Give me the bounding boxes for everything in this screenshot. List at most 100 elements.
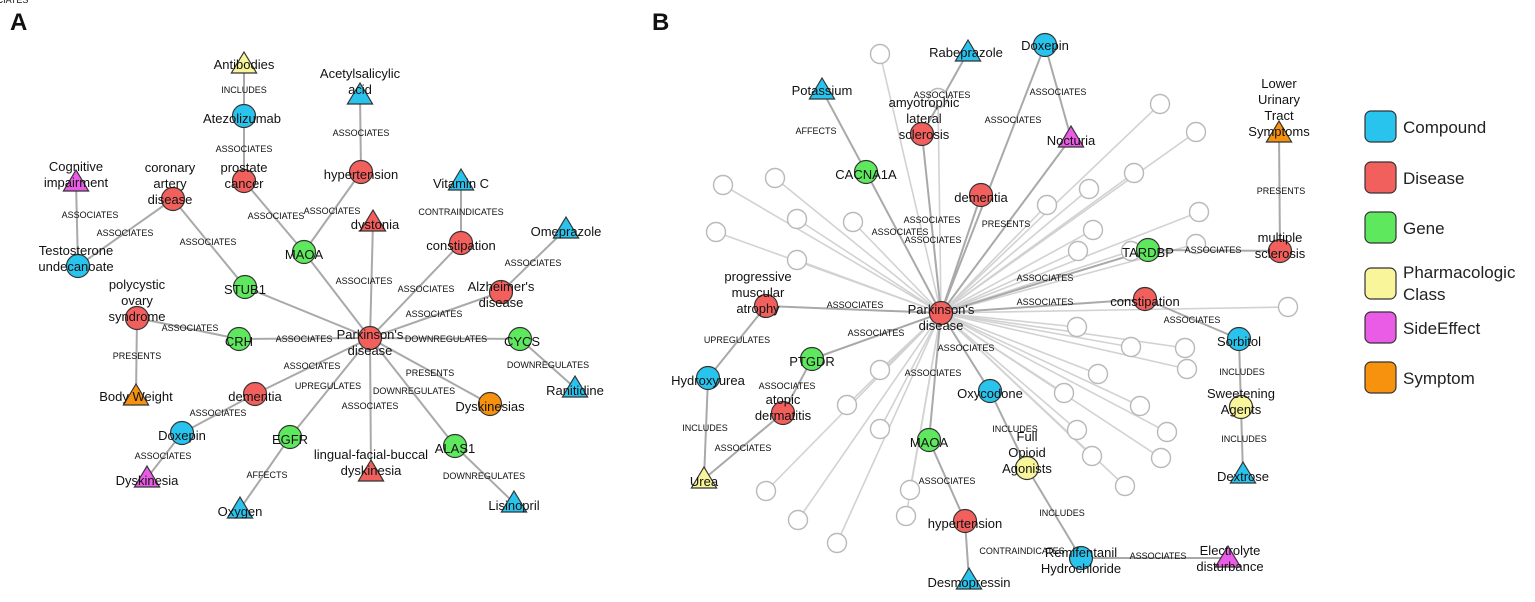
graph-a-edge-label: ASSOCIATES [406,309,463,319]
graph-a-node-alzheimer[interactable] [488,279,514,305]
graph-b-node-pd[interactable] [928,300,954,326]
graph-b-node-als[interactable] [909,121,935,147]
graph-b-node-label-cacna1a: CACNA1A [835,167,897,182]
graph-b-node-potassium[interactable] [808,76,836,100]
graph-a-node-label-cycs: CYCS [504,334,540,349]
legend-label-1: Disease [1403,169,1464,188]
graph-b-unlabeled-node [1067,240,1089,262]
graph-b-node-sorbitol[interactable] [1226,326,1252,352]
graph-b-node-cacna1a[interactable] [853,159,879,185]
graph-b-node-atopic[interactable] [770,400,796,426]
graph-a-node-prostate[interactable] [231,168,257,194]
graph-b-edge-constipation-pd [940,298,1146,314]
graph-b-node-label-dextrose: Dextrose [1217,469,1269,484]
graph-b-unlabeled-node [836,394,858,416]
graph-a-node-egfr[interactable] [277,424,303,450]
graph-b-unlabeled-node [1150,447,1172,469]
graph-a-node-vitc[interactable] [447,167,475,191]
graph-b-node-label-potassium: Potassium [792,83,853,98]
graph-b-unlabeled-node [1176,358,1198,380]
graph-b-node-sweetening[interactable] [1228,394,1254,420]
graph-b-node-rabeprazole[interactable] [954,38,982,62]
graph-a-edge-constipation-pd [369,242,462,339]
graph-a-edge-label: ASSOCIATES [284,361,341,371]
graph-a-edge-pcos-bodyweight [135,317,138,397]
graph-a-node-coronary[interactable] [160,186,186,212]
graph-b-edge-label: ASSOCIATES [1030,87,1087,97]
graph-a-node-antibodies[interactable] [230,50,258,74]
graph-a-node-dyskinesias[interactable] [477,391,503,417]
graph-b-node-constipation[interactable] [1132,286,1158,312]
graph-b-node-desmopressin[interactable] [955,566,983,590]
graph-b-edge-potassium-cacna1a [821,89,867,173]
graph-a-node-dystonia[interactable] [359,208,387,232]
graph-b-edge-label: CONTRAINDICATES [979,546,1064,556]
graph-a-edge-pd-cycs [369,337,521,340]
graph-b-unlabeled-node [869,418,891,440]
graph-b-node-oxycodone[interactable] [977,378,1003,404]
graph-b-node-urea[interactable] [690,465,718,489]
graph-a-node-label-alas1: ALAS1 [435,441,475,456]
graph-b-node-pma[interactable] [753,293,779,319]
graph-b-unlabeled-node [1087,363,1109,385]
graph-b-node-ms[interactable] [1267,238,1293,264]
graph-a-node-omeprazole[interactable] [552,215,580,239]
graph-a-node-acetyl[interactable] [346,81,374,105]
graph-b-node-nocturia[interactable] [1057,124,1085,148]
graph-a-edge-label: PRESENTS [113,351,162,361]
graph-a-node-cycs[interactable] [507,326,533,352]
graph-b-node-dextrose[interactable] [1229,460,1257,484]
graph-a-edge-label: ASSOCIATES [336,276,393,286]
graph-a-node-pcos[interactable] [124,305,150,331]
graph-b-edge-label: ASSOCIATES [1017,273,1074,283]
graph-a-edge-maoa-pd [303,251,371,339]
graph-b-edge-atopic-urea [703,412,784,480]
graph-a-node-doxepin[interactable] [169,420,195,446]
graph-a-node-hypertension[interactable] [348,159,374,185]
graph-b-node-tardbp[interactable] [1135,237,1161,263]
graph-a-node-ranitidine[interactable] [561,374,589,398]
graph-a-node-crh[interactable] [226,326,252,352]
graph-b-node-maoa[interactable] [916,427,942,453]
graph-b-unlabeled-node [899,479,921,501]
graph-a-node-lisinopril[interactable] [500,489,528,513]
graph-a-node-atezolizumab[interactable] [231,103,257,129]
graph-a-node-constipation[interactable] [448,230,474,256]
graph-b-node-ptgdr[interactable] [799,346,825,372]
graph-b-node-doxepin[interactable] [1032,32,1058,58]
graph-a-node-stub1[interactable] [232,274,258,300]
graph-a-node-label-ranitidine: Ranitidine [546,383,604,398]
graph-b-unlabeled-node [1149,93,1171,115]
graph-a-node-testosterone[interactable] [65,253,91,279]
graph-a-node-pd[interactable] [357,325,383,351]
graph-a-node-alas1[interactable] [442,433,468,459]
graph-b-node-hydroxyurea[interactable] [695,365,721,391]
graph-a-node-cognitive[interactable] [62,168,90,192]
legend-swatch-3 [1364,267,1397,300]
graph-b-edge-label: ASSOCIATES [827,300,884,310]
graph-a-node-dementia[interactable] [242,381,268,407]
graph-b-node-electrolyte[interactable] [1214,544,1242,568]
graph-b-node-fullopioid[interactable] [1014,455,1040,481]
graph-b-unlabeled-node [712,174,734,196]
graph-a-edge-label: AFFECTS [246,470,287,480]
graph-b-edge-ptgdr-pd [811,312,942,360]
graph-b-node-remifentanil[interactable] [1068,545,1094,571]
graph-b-edge-label: INCLUDES [1221,434,1267,444]
graph-a-node-oxygen[interactable] [226,495,254,519]
graph-a-node-bodyweight[interactable] [122,382,150,406]
graph-a-node-dyskinesia[interactable] [133,464,161,488]
graph-b-edge-label: INCLUDES [992,424,1038,434]
graph-a-node-maoa[interactable] [291,239,317,265]
graph-b-node-hypertension[interactable] [952,508,978,534]
graph-a-node-label-dyskinesia: Dyskinesia [116,473,180,488]
graph-b-node-dementia[interactable] [968,182,994,208]
graph-b-unlabeled-node [826,532,848,554]
graph-b-node-luts[interactable] [1265,119,1293,143]
graph-a-node-lingual[interactable] [357,458,385,482]
graph-b-edge-label: ASSOCIATES [1185,245,1242,255]
graph-b-edge-cacna1a-pd [865,171,942,314]
